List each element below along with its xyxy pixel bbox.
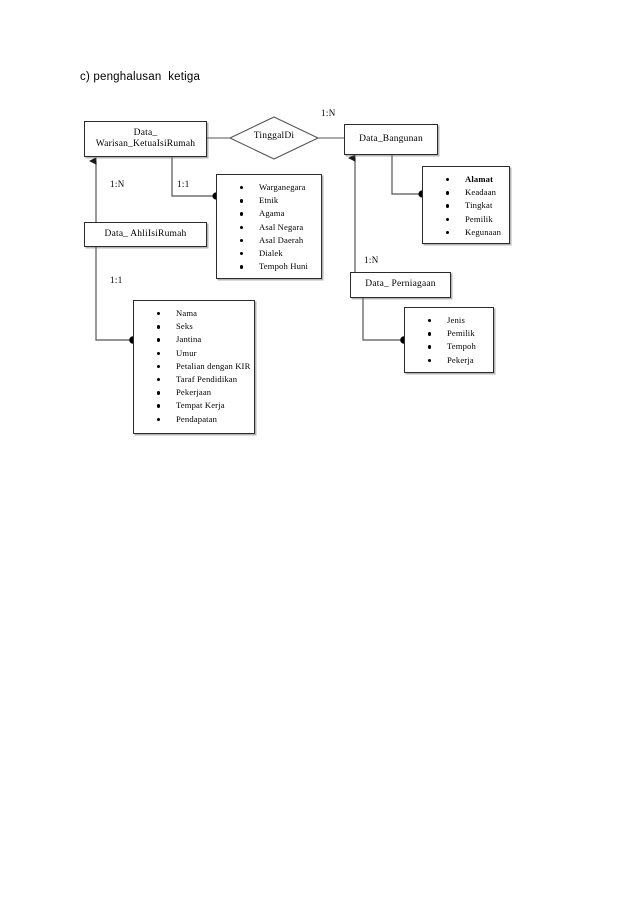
attribute-item: Warganegara [217, 181, 317, 194]
page-title: c) penghalusan ketiga [80, 71, 201, 83]
line-ahli-to-attrs [95, 247, 132, 341]
entity-label: Data_ Perniagaan [365, 279, 436, 290]
attribute-item: Umur [134, 347, 250, 360]
attribute-box-perniagaan[interactable]: Jenis Pemilik Tempoh Pekerja [404, 307, 494, 373]
line-warisan-to-attrs [171, 157, 214, 197]
attribute-item: Tempat Kerja [134, 399, 250, 412]
attribute-box-bangunan[interactable]: Alamat Keadaan Tingkat Pemilik Kegunaan [422, 166, 510, 244]
entity-data-bangunan[interactable]: Data_Bangunan [344, 124, 438, 155]
cardinality-bangunan-perniagaan: 1:N [364, 255, 379, 265]
attribute-list: Alamat Keadaan Tingkat Pemilik Kegunaan [423, 173, 505, 239]
attribute-item: Pendapatan [134, 413, 250, 426]
relationship-label-tinggaldi[interactable]: TinggalDi [253, 131, 295, 141]
entity-data-perniagaan[interactable]: Data_ Perniagaan [350, 272, 451, 298]
attribute-item: Etnik [217, 194, 317, 207]
attribute-item: Tempoh Huni [217, 260, 317, 273]
line-perniagaan-to-attrs [362, 298, 403, 341]
attribute-item: Pekerjaan [134, 386, 250, 399]
attribute-item: Nama [134, 307, 250, 320]
attribute-item: Pemilik [405, 327, 489, 340]
attribute-item: Taraf Pendidikan [134, 373, 250, 386]
line-bangunan-to-attrs [391, 155, 421, 195]
entity-warisan-ketuaisirumah[interactable]: Data_ Warisan_KetuaIsiRumah [84, 121, 207, 157]
attribute-item: Seks [134, 320, 250, 333]
attribute-item: Petalian dengan KIR [134, 360, 250, 373]
entity-label: Data_Bangunan [359, 133, 423, 144]
attribute-item: Pemilik [423, 213, 505, 226]
entity-data-ahliisirumah[interactable]: Data_ AhliIsiRumah [84, 222, 207, 247]
attribute-item: Jenis [405, 314, 489, 327]
attribute-item: Pekerja [405, 354, 489, 367]
attribute-item: Asal Negara [217, 221, 317, 234]
attribute-item: Tingkat [423, 199, 505, 212]
attribute-item: Asal Daerah [217, 234, 317, 247]
cardinality-warisan-attrs: 1:1 [177, 179, 190, 189]
entity-label: Data_ AhliIsiRumah [104, 228, 187, 239]
cardinality-warisan-ahli: 1:N [110, 179, 125, 189]
cardinality-ahli-attrs: 1:1 [110, 275, 123, 285]
attribute-list: Jenis Pemilik Tempoh Pekerja [405, 314, 489, 367]
attribute-item: Agama [217, 207, 317, 220]
attribute-box-ahliisirumah[interactable]: Nama Seks Jantina Umur Petalian dengan K… [133, 300, 255, 434]
attribute-item: Jantina [134, 333, 250, 346]
attribute-box-warisan[interactable]: Warganegara Etnik Agama Asal Negara Asal… [216, 174, 322, 279]
cardinality-tinggaldi-bangunan: 1:N [321, 108, 336, 118]
attribute-list: Nama Seks Jantina Umur Petalian dengan K… [134, 307, 250, 426]
attribute-item: Alamat [423, 173, 505, 186]
attribute-item: Kegunaan [423, 226, 505, 239]
attribute-list: Warganegara Etnik Agama Asal Negara Asal… [217, 181, 317, 273]
entity-label: Data_ Warisan_KetuaIsiRumah [95, 127, 196, 150]
attribute-item: Tempoh [405, 340, 489, 353]
attribute-item: Keadaan [423, 186, 505, 199]
attribute-item: Dialek [217, 247, 317, 260]
